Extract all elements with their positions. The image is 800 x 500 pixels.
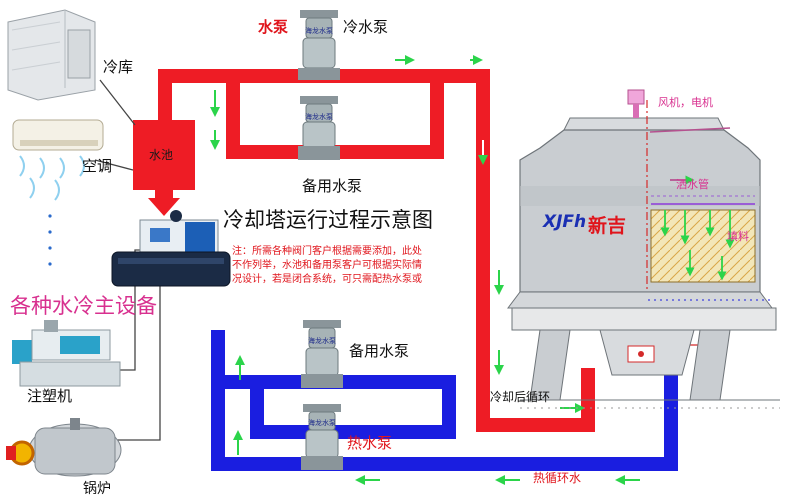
pump-tag: 海龙水泵 — [305, 113, 333, 121]
diagram-title: 冷却塔运行过程示意图 — [223, 208, 433, 232]
air-conditioner-label: 空调 — [82, 157, 113, 175]
pump-cold-water — [298, 10, 340, 80]
pool-label: 水池 — [149, 148, 174, 162]
brand-logo-cn: 新吉 — [588, 215, 627, 237]
air-conditioner-icon — [12, 119, 104, 201]
cooling-tower — [507, 89, 780, 409]
cold-storage-icon — [7, 9, 96, 101]
standby-pump-bottom-label: 备用水泵 — [349, 342, 410, 360]
note-line: 不作列举，水池和备用泵客户可根据实际情 — [232, 260, 422, 271]
water-chiller-icon — [111, 210, 231, 287]
main-equipment-label: 各种水冷主设备 — [10, 294, 157, 318]
pump-tag: 海龙水泵 — [308, 419, 336, 427]
standby-pump-top-label: 备用水泵 — [302, 177, 363, 195]
pump-standby-bottom — [301, 320, 343, 388]
fill-flow-arrows — [660, 175, 735, 281]
pump-hot-water — [301, 404, 343, 470]
water-pool — [133, 120, 195, 190]
note-line: 况设计，若是闭合系统，可只需配热水泵或 — [232, 274, 422, 285]
brand-logo-latin: XJFh — [543, 212, 587, 232]
hot-return-label: 热循环水 — [533, 471, 582, 485]
note-block: 注：所需各种阀门客户根据需要添加，此处 不作列举，水池和备用泵客户可根据实际情 … — [232, 245, 472, 287]
boiler-icon — [6, 418, 122, 477]
pump-standby-top — [298, 96, 340, 160]
injection-molding-machine-icon — [12, 320, 121, 387]
spray-pipe-label: 洒水管 — [676, 178, 709, 191]
note-line: 注：所需各种阀门客户根据需要添加，此处 — [232, 246, 422, 257]
boiler-label: 锅炉 — [83, 481, 111, 497]
cold-water-pump-label: 冷水泵 — [343, 18, 389, 36]
pump-tag: 海龙水泵 — [305, 27, 333, 35]
cooled-return-label: 冷却后循环 — [490, 390, 551, 404]
cold-storage-label: 冷库 — [103, 58, 134, 76]
blue-pipes — [211, 330, 678, 471]
pump-tag: 海龙水泵 — [308, 337, 336, 345]
dots — [48, 214, 52, 266]
water-pump-label: 水泵 — [258, 18, 289, 36]
injection-machine-label: 注塑机 — [27, 387, 73, 405]
fill-label: 填料 — [727, 230, 749, 243]
fan-motor-label: 风机，电机 — [658, 96, 713, 109]
hot-water-pump-label: 热水泵 — [347, 434, 393, 452]
